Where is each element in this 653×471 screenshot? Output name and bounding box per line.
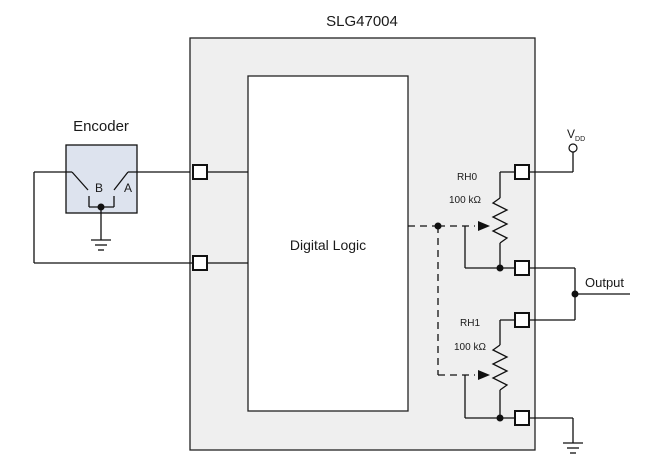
control-junction	[434, 222, 442, 230]
encoder-title: Encoder	[73, 118, 129, 135]
rh0-name-label: RH0	[457, 172, 477, 183]
output-label: Output	[585, 275, 624, 290]
rh0-resistor	[491, 172, 509, 268]
rh1-name-label: RH1	[460, 318, 480, 329]
rh0-junction	[496, 264, 504, 272]
rh0-value-label: 100 kΩ	[449, 195, 481, 206]
pin-rh0-bottom	[514, 260, 530, 276]
switch-a-label: A	[124, 181, 132, 195]
switch-b-label: B	[95, 181, 103, 195]
vdd-label: VDD	[567, 127, 585, 143]
output-junction	[571, 290, 579, 298]
pin-rh0-top	[514, 164, 530, 180]
vdd-label-sub: DD	[575, 136, 585, 143]
switch-a-symbol	[113, 171, 190, 207]
bottom-ground-wire	[522, 417, 574, 443]
vdd-label-main: V	[567, 127, 575, 141]
rh0-wiper-arrow	[478, 221, 490, 231]
rh1-wiper-arrow	[478, 370, 490, 380]
pin-left-top	[192, 164, 208, 180]
vdd-wire	[522, 152, 574, 173]
rh1-value-label: 100 kΩ	[454, 342, 486, 353]
pin-rh1-bottom	[514, 410, 530, 426]
pin-left-bottom	[192, 255, 208, 271]
bottom-ground-icon	[563, 442, 583, 454]
switch-b-symbol	[34, 171, 90, 207]
encoder-body	[65, 144, 138, 214]
digital-logic-label: Digital Logic	[290, 237, 366, 253]
rh1-junction	[496, 414, 504, 422]
chip-title: SLG47004	[326, 13, 398, 30]
vdd-terminal	[568, 143, 578, 153]
encoder-ground-icon	[91, 239, 111, 251]
rh1-resistor	[491, 320, 509, 418]
control-bus-dashed	[408, 225, 475, 376]
digital-logic-block	[247, 75, 409, 412]
pin-rh1-top	[514, 312, 530, 328]
encoder-b-wire	[33, 172, 200, 264]
